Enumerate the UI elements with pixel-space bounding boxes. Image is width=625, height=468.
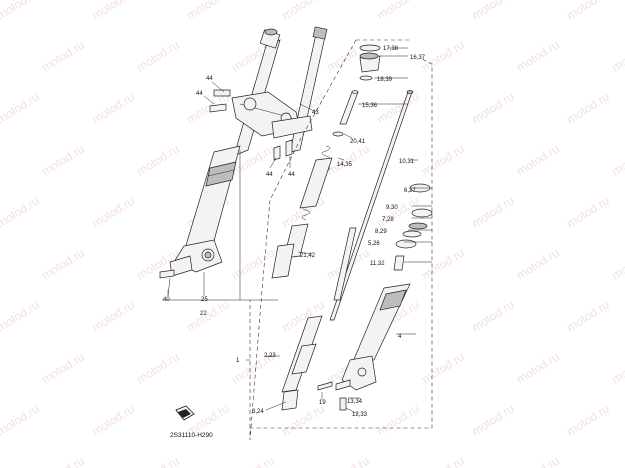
callout-44-bottom-left: 44 <box>266 172 273 178</box>
watermark-text: motod.ru <box>469 298 517 335</box>
watermark-text: motod.ru <box>609 350 625 387</box>
callout-17-38: 17,38 <box>383 46 399 52</box>
watermark-text: motod.ru <box>229 454 277 468</box>
spring-coils <box>299 145 333 221</box>
watermark-text: motod.ru <box>0 402 42 439</box>
front-arrow-icon <box>175 405 195 421</box>
watermark-text: motod.ru <box>39 454 87 468</box>
watermark-text: motod.ru <box>279 0 327 23</box>
watermark-text: motod.ru <box>39 38 87 75</box>
watermark-text: motod.ru <box>564 0 612 23</box>
callout-15-36: 15,36 <box>362 103 378 109</box>
watermark-text: motod.ru <box>609 454 625 468</box>
callout-20-41: 20,41 <box>350 139 366 145</box>
callout-2-23: 2,23 <box>264 353 276 359</box>
callout-7-28: 7,28 <box>382 217 394 223</box>
callout-5-26: 5,26 <box>368 241 380 247</box>
callout-16-37: 16,37 <box>410 55 426 61</box>
callout-44-bottom-right: 44 <box>288 172 295 178</box>
watermark-text: motod.ru <box>184 298 232 335</box>
watermark-text: motod.ru <box>0 90 42 127</box>
watermark-text: motod.ru <box>469 402 517 439</box>
watermark-text: motod.ru <box>374 0 422 23</box>
callout-14-35: 14,35 <box>337 162 353 168</box>
watermark-text: motod.ru <box>184 0 232 23</box>
callout-21-42: 21,42 <box>300 253 316 259</box>
callout-44-top: 44 <box>206 76 213 82</box>
callout-44-left: 44 <box>196 91 203 97</box>
callout-12-33: 12,33 <box>352 412 368 418</box>
watermark-text: motod.ru <box>419 454 467 468</box>
callout-11-32: 11,32 <box>370 261 385 267</box>
watermark-text: motod.ru <box>39 350 87 387</box>
callout-43: 43 <box>312 110 319 116</box>
watermark-text: motod.ru <box>134 38 182 75</box>
watermark-text: motod.ru <box>134 350 182 387</box>
callout-8-29: 8,29 <box>375 229 387 235</box>
watermark-text: motod.ru <box>469 194 517 231</box>
watermark-text: motod.ru <box>469 90 517 127</box>
watermark-text: motod.ru <box>609 38 625 75</box>
callout-1: 1 <box>236 358 240 364</box>
watermark-text: motod.ru <box>0 298 42 335</box>
watermark-text: motod.ru <box>89 402 137 439</box>
watermark-text: motod.ru <box>419 350 467 387</box>
center-exploded-parts <box>249 39 433 441</box>
watermark-text: motod.ru <box>89 90 137 127</box>
callout-40: 40 <box>163 297 170 303</box>
callout-3-24: 3,24 <box>252 409 264 415</box>
callout-19: 19 <box>319 400 326 406</box>
callout-25: 25 <box>201 297 208 303</box>
watermark-text: motod.ru <box>39 246 87 283</box>
callout-13-34: 13,34 <box>347 399 363 405</box>
watermark-text: motod.ru <box>564 298 612 335</box>
part-callouts: 17,38 16,37 18,39 15,36 20,41 14,35 10,3… <box>163 46 426 418</box>
callout-6-27: 6,27 <box>404 188 416 194</box>
watermark-text: motod.ru <box>419 246 467 283</box>
watermark-text: motod.ru <box>229 246 277 283</box>
watermark-text: motod.ru <box>0 194 42 231</box>
callout-10-31: 10,31 <box>399 159 415 165</box>
watermark-text: motod.ru <box>134 142 182 179</box>
watermark-text: motod.ru <box>419 38 467 75</box>
watermark-text: motod.ru <box>134 454 182 468</box>
callout-9-30: 9,30 <box>386 205 398 211</box>
watermark-text: motod.ru <box>514 350 562 387</box>
watermark-text: motod.ru <box>469 0 517 23</box>
watermark-text: motod.ru <box>564 90 612 127</box>
watermark-text: motod.ru <box>609 142 625 179</box>
watermark-text: motod.ru <box>514 38 562 75</box>
watermark-text: motod.ru <box>0 0 42 23</box>
watermark-text: motod.ru <box>564 194 612 231</box>
watermark-text: motod.ru <box>39 142 87 179</box>
watermark-text: motod.ru <box>89 298 137 335</box>
watermark-text: motod.ru <box>374 402 422 439</box>
steering-stem-assembly <box>209 26 328 161</box>
watermark-text: motod.ru <box>514 142 562 179</box>
watermark-text: motod.ru <box>609 246 625 283</box>
watermark-text: motod.ru <box>564 402 612 439</box>
watermark-text: motod.ru <box>89 0 137 23</box>
watermark-text: motod.ru <box>89 194 137 231</box>
watermark-text: motod.ru <box>419 142 467 179</box>
diagram-code: 2S31110-H290 <box>170 432 213 439</box>
watermark-text: motod.ru <box>514 246 562 283</box>
watermark-text: motod.ru <box>324 454 372 468</box>
callout-22: 22 <box>200 311 207 317</box>
watermark-text: motod.ru <box>514 454 562 468</box>
callout-18-39: 18,39 <box>377 77 393 83</box>
callout-4: 4 <box>398 334 402 340</box>
